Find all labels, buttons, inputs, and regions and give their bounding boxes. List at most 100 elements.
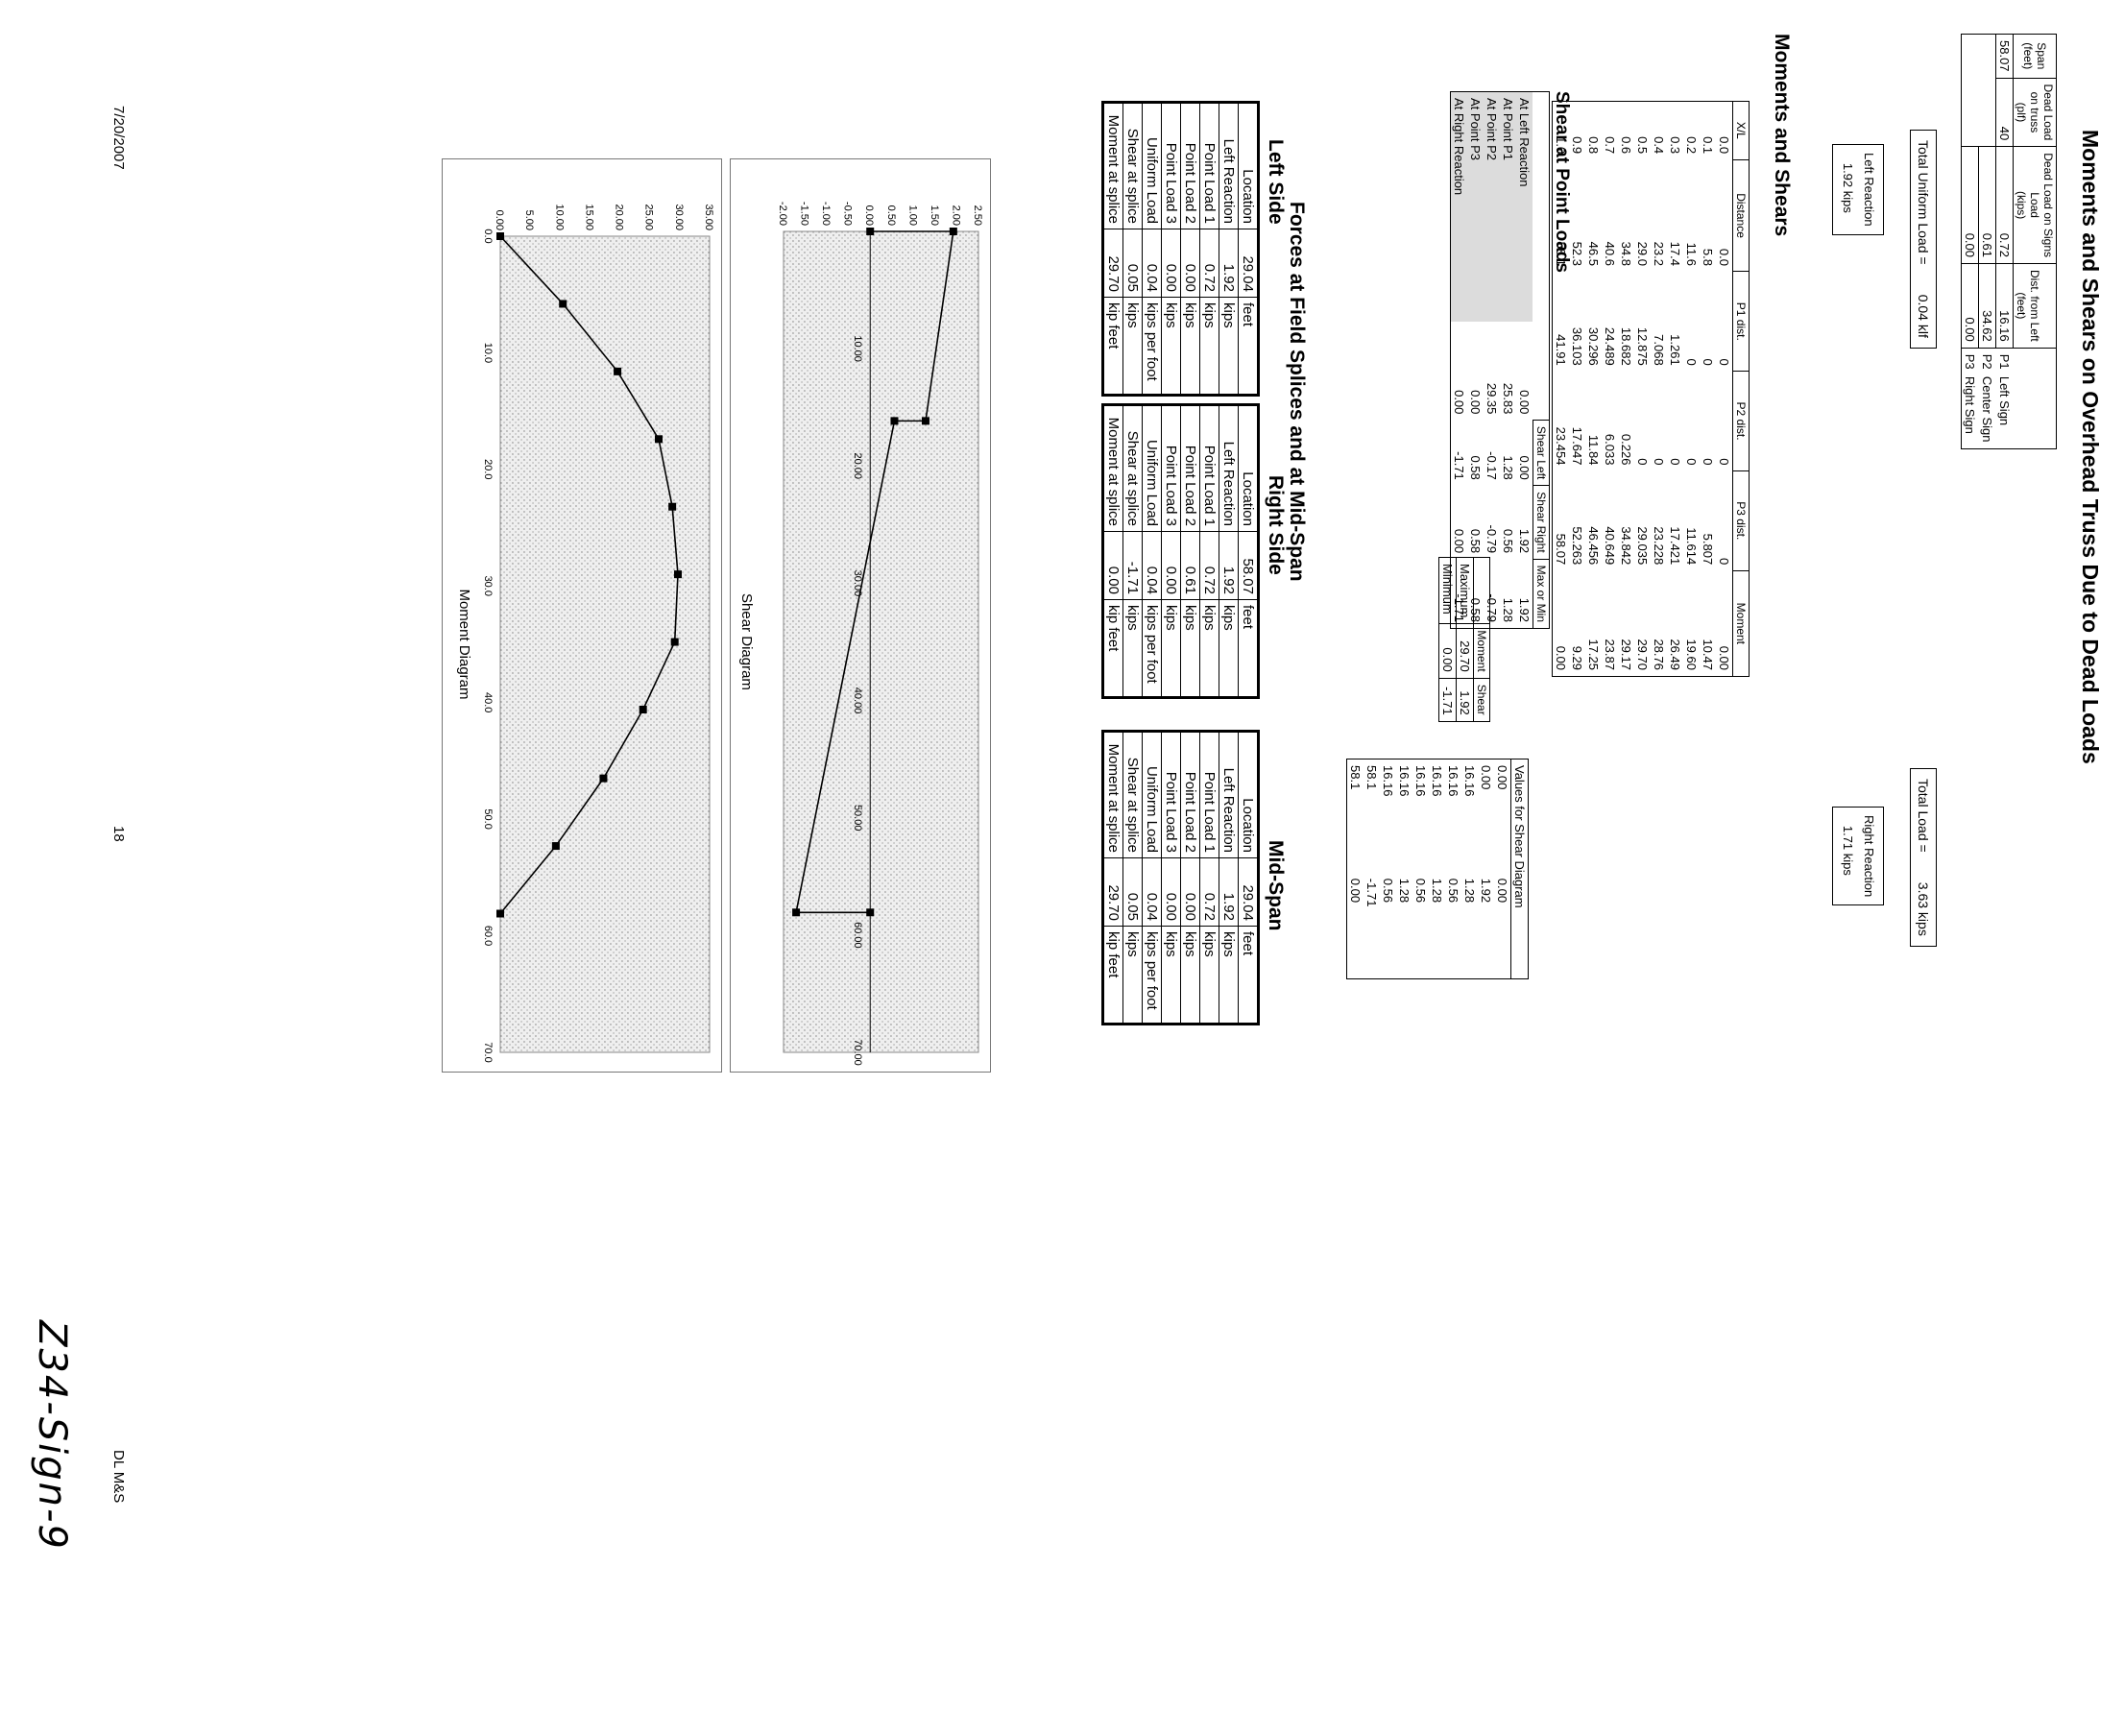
shear-value-x: 16.16 [1446, 765, 1460, 797]
forces-label: Left Reaction [1219, 102, 1239, 229]
forces-label: Location [1238, 404, 1259, 532]
forces-value: 29.04 [1238, 229, 1259, 298]
moments-cell: 0.4 [1652, 136, 1666, 155]
forces-label: Shear at splice [1122, 731, 1143, 858]
moments-cell: 11.84 [1586, 434, 1601, 466]
forces-value: 1.92 [1219, 531, 1239, 600]
handwritten-note: Z34-Sign-9 [30, 1320, 74, 1551]
moments-cell: 12.875 [1635, 326, 1650, 366]
y-tick-label: 25.00 [643, 204, 655, 230]
moments-cell: 28.76 [1652, 639, 1666, 670]
x-tick-label: 70.0 [482, 1042, 494, 1062]
moments-cell: 29.035 [1635, 526, 1650, 566]
shear-point-label: At Left Reaction [1516, 91, 1533, 215]
forces-label: Moment at splice [1102, 731, 1123, 858]
moments-cell: 30.296 [1586, 326, 1601, 366]
forces-unit: kips per foot [1142, 926, 1162, 1025]
header-cell: Shear [1473, 678, 1490, 722]
moments-cell: 17.25 [1586, 639, 1601, 670]
moments-cell: 0 [1652, 458, 1666, 466]
extreme-shear: 1.92 [1456, 678, 1474, 722]
forces-value: 58.07 [1238, 531, 1259, 600]
data-point [792, 908, 801, 917]
moments-cell: 0.1 [1701, 136, 1715, 155]
moments-header-row: X/L Distance P1 dist. P2 dist. P3 dist. … [1732, 101, 1750, 677]
forces-value: 29.70 [1102, 229, 1123, 298]
forces-label: Point Load 2 [1180, 102, 1200, 229]
shear-value-x: 16.16 [1413, 765, 1428, 797]
moments-cell: 0 [1635, 458, 1650, 466]
y-tick-label: 2.50 [972, 205, 983, 226]
moments-cell: 40.649 [1603, 526, 1617, 566]
moments-cell: 0.6 [1619, 136, 1633, 155]
header-cell: Shear Left [1533, 420, 1550, 486]
x-tick-label: 40.00 [852, 687, 863, 714]
x-tick-label: 40.0 [482, 692, 494, 712]
shear-value-y: 0.56 [1413, 878, 1428, 904]
page-title: Moments and Shears on Overhead Truss Due… [2078, 130, 2103, 764]
forces-value: 1.92 [1219, 229, 1239, 298]
sign-load: 0.00 [1961, 146, 1979, 264]
forces-unit: kip feet [1102, 926, 1123, 1025]
forces-unit: feet [1238, 599, 1259, 698]
moments-cell: 17.647 [1570, 426, 1584, 466]
shear-value-y: 1.28 [1430, 878, 1444, 904]
forces-value: 29.04 [1238, 857, 1259, 927]
forces-label: Moment at splice [1102, 404, 1123, 532]
shear-value-x: 0.00 [1479, 765, 1493, 790]
forces-label: Point Load 3 [1161, 731, 1181, 858]
forces-label: Uniform Load [1142, 102, 1162, 229]
extremes-table: Moment Shear Maximum 29.70 1.92 Minimum … [1438, 557, 1490, 722]
shear-chart: 2.502.001.501.000.500.00-0.50-1.00-1.50-… [738, 202, 983, 1066]
data-point [614, 367, 622, 375]
data-point [890, 417, 899, 425]
moments-cell: 6.033 [1603, 433, 1617, 466]
forces-unit: kips [1199, 297, 1219, 396]
forces-label: Shear at splice [1122, 102, 1143, 229]
extreme-moment: 29.70 [1456, 623, 1474, 679]
moments-cell: 29.70 [1635, 639, 1650, 670]
x-tick-label: 60.0 [482, 926, 494, 946]
footer-date: 7/20/2007 [110, 106, 127, 170]
x-tick-label: 50.00 [852, 805, 863, 832]
sign-dist: 34.62 [1978, 263, 1996, 349]
shear-point-right: 1.92 [1517, 528, 1532, 554]
sign-tag: P3 Right Sign [1963, 353, 1978, 434]
moments-cell: 17.4 [1668, 241, 1682, 266]
y-tick-label: 1.00 [906, 205, 918, 226]
forces-label: Uniform Load [1142, 731, 1162, 858]
forces-value: 0.72 [1199, 857, 1219, 927]
forces-label: Point Load 3 [1161, 102, 1181, 229]
forces-unit: kips [1180, 926, 1200, 1025]
moments-cell: 29.0 [1635, 241, 1650, 266]
moments-cell: 24.489 [1603, 326, 1617, 366]
data-point [673, 570, 682, 579]
shear-point-dist: 0.00 [1452, 390, 1466, 415]
header-cell: Distance [1732, 159, 1750, 272]
series-line [795, 230, 954, 914]
moments-cell: 23.228 [1652, 526, 1666, 566]
shear-value-y: -1.71 [1364, 878, 1379, 907]
forces-value: 0.04 [1142, 229, 1162, 298]
moments-cell: 46.456 [1586, 526, 1601, 566]
forces-value: 0.72 [1199, 531, 1219, 600]
forces-label: Point Load 1 [1199, 731, 1219, 858]
shear-value-x: 16.16 [1397, 765, 1412, 797]
